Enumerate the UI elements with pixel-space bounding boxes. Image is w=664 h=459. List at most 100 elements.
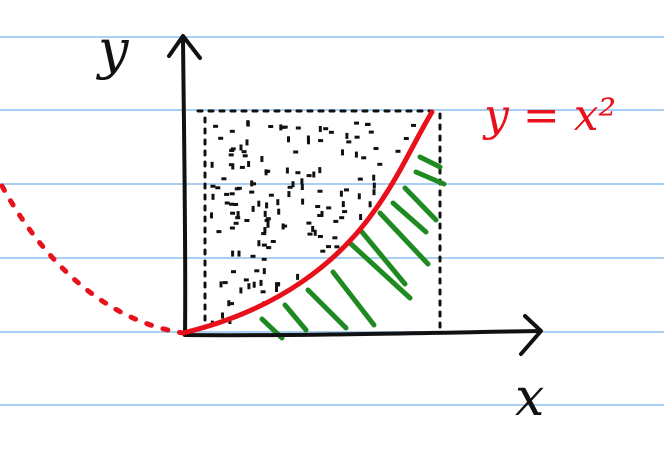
hatch-stroke: [305, 287, 349, 331]
stipple-dot: [231, 270, 236, 274]
stipple-dot: [275, 283, 281, 287]
stipple-dot: [368, 130, 374, 134]
stipple-dot: [282, 224, 288, 228]
stipple-dot: [287, 191, 291, 198]
stipple-dot: [245, 139, 249, 146]
stipple-dot: [345, 132, 349, 139]
stipple-dot: [257, 240, 261, 247]
stipple-dot: [311, 225, 315, 232]
stipple-dot: [229, 192, 235, 196]
stipple-dot: [266, 246, 272, 250]
curve-equation-label: y = x²: [482, 90, 616, 141]
stipple-dot: [250, 180, 254, 187]
stipple-dot: [239, 287, 243, 294]
stipple-dot: [318, 167, 322, 174]
stipple-dot: [275, 286, 278, 292]
stipple-dot: [295, 171, 301, 175]
stipple-dot: [210, 184, 216, 188]
stipple-dot: [395, 149, 401, 153]
stipple-dot: [293, 150, 299, 154]
stipple-dot: [276, 199, 280, 206]
stipple-dot: [368, 201, 372, 208]
stipple-dot: [372, 174, 376, 181]
stipple-dot: [320, 249, 326, 253]
stipple-dot: [333, 219, 339, 223]
stipple-dot: [317, 189, 323, 193]
stipple-dot: [221, 312, 224, 319]
hatch-stroke: [348, 241, 413, 301]
stipple-dot: [233, 203, 239, 206]
stipple-dot: [372, 189, 376, 196]
stipple-dot: [339, 216, 345, 220]
stipple-dot: [264, 219, 270, 222]
stipple-dot: [361, 156, 367, 160]
stipple-dot: [277, 208, 281, 215]
stipple-dot: [339, 190, 343, 197]
stipple-dot: [261, 232, 267, 236]
stipple-dot: [260, 156, 264, 162]
stipple-dot: [216, 230, 222, 234]
stipple-dot: [296, 273, 300, 280]
stipple-dot: [365, 123, 370, 126]
stipple-dot: [315, 205, 321, 208]
stipple-dot: [234, 187, 240, 191]
stipple-dot: [251, 205, 255, 212]
stipple-dot: [326, 245, 331, 249]
hatch-stroke: [359, 229, 408, 287]
square-boundary: [196, 109, 442, 334]
stipple-dot: [268, 125, 274, 128]
stipple-dot: [221, 177, 227, 181]
stipple-dot: [268, 193, 274, 197]
parabola-curve: [180, 109, 435, 336]
stipple-dot: [300, 184, 304, 190]
stipple-dot: [306, 221, 312, 225]
hatch-stroke: [417, 154, 443, 170]
stipple-dot: [285, 167, 289, 174]
stipple-dot: [334, 245, 340, 249]
stipple-dot: [265, 169, 271, 173]
stipple-dot: [246, 120, 250, 127]
stipple-dot: [257, 200, 261, 207]
stipple-dot: [224, 201, 230, 205]
stipple-dot: [291, 181, 295, 188]
stipple-dot: [307, 232, 313, 236]
stipple-dot: [231, 163, 235, 170]
stipple-dot: [261, 257, 267, 261]
stipple-dot: [247, 283, 251, 290]
stipple-dot: [341, 201, 345, 208]
axes: [167, 34, 543, 356]
stipple-dot: [229, 302, 234, 306]
stipple-dot: [230, 211, 236, 215]
stipple-dot: [287, 185, 293, 189]
stipple-dot: [219, 281, 223, 288]
stipple-dot: [300, 178, 304, 185]
stipple-dot: [242, 154, 248, 158]
parabola-left-branch-dotted: [0, 183, 186, 336]
stipple-dot: [317, 235, 323, 238]
stipple-dot: [215, 186, 221, 190]
stipple-dot: [235, 216, 241, 220]
stipple-dot: [354, 151, 358, 158]
stipple-dot: [301, 198, 305, 205]
stipple-dot: [372, 182, 376, 189]
stipple-dot: [254, 269, 260, 273]
stipple-dot: [357, 193, 361, 200]
stipple-dot: [280, 125, 286, 129]
stipple-dot: [323, 127, 329, 131]
stipple-dot: [373, 147, 379, 150]
stipple-dot: [261, 243, 267, 247]
stipple-dot: [211, 193, 215, 200]
stipple-dot: [354, 135, 360, 139]
hatched-region: [259, 154, 447, 341]
stipple-dot: [318, 126, 322, 132]
stipple-dot: [213, 124, 219, 128]
stipple-dot: [251, 182, 256, 186]
stipple-dot: [262, 268, 266, 275]
stipple-dot: [318, 139, 324, 143]
stipple-dot: [341, 149, 344, 156]
stipple-dot: [295, 126, 301, 130]
stipple-dot: [328, 130, 334, 134]
ruled-lines: [0, 36, 664, 406]
stipple-dot: [239, 144, 243, 151]
